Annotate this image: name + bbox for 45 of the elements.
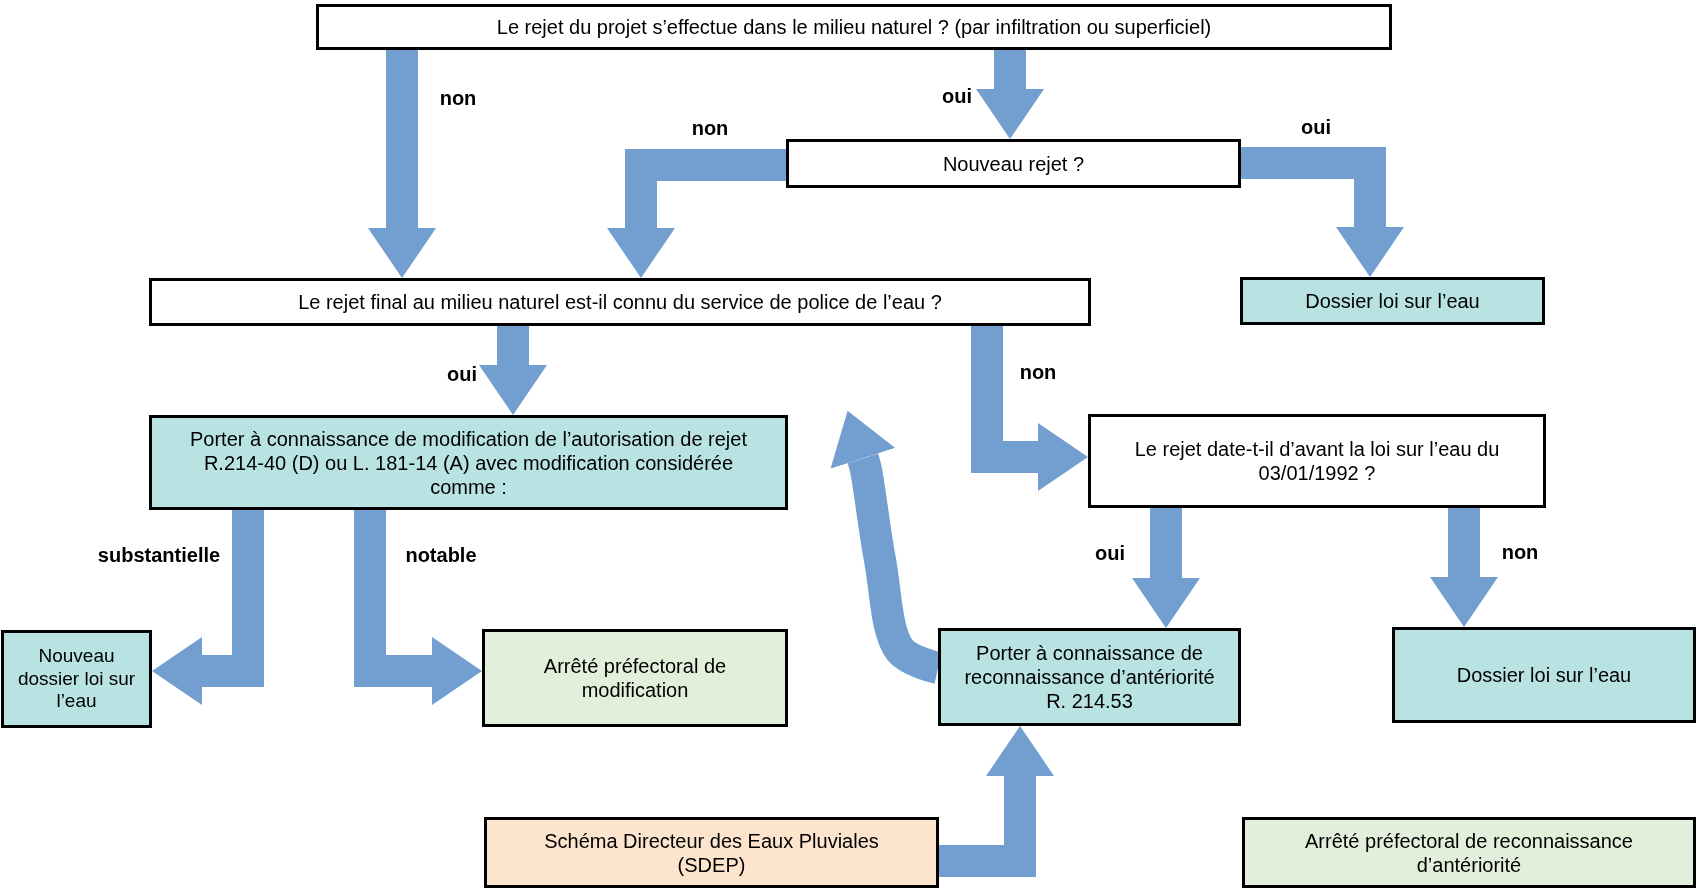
edge-label: non (1501, 540, 1539, 564)
edge-label: oui (1095, 541, 1125, 565)
block-arrow (368, 50, 436, 278)
node-text: Le rejet du projet s’effectue dans le milieu naturel ? (par infiltration ou superficiel) (496, 15, 1212, 39)
block-arrow (976, 50, 1044, 139)
node-text: Le rejet final au milieu naturel est-il connu du service de police de l’eau ? (298, 290, 942, 314)
block-arrow (1132, 508, 1200, 628)
block-arrow (1430, 508, 1498, 627)
edge-label: non (1019, 360, 1057, 384)
block-arrow (939, 726, 1054, 877)
edge-label: oui (1301, 115, 1331, 139)
edge-label: notable (405, 543, 477, 567)
result-box (482, 629, 788, 727)
node-text: Arrêté préfectoral de modification (542, 654, 728, 702)
question-box (786, 139, 1241, 188)
result-box (938, 628, 1241, 726)
block-arrow (971, 326, 1088, 491)
node-text: Nouveau rejet ? (942, 151, 1085, 176)
node-text: Dossier loi sur l’eau (1456, 663, 1632, 687)
edge-label: substantielle (97, 543, 221, 567)
node-text: Porter à connaissance de modification de l’autorisation de rejet R.214-40 (D) ou L. 181-14 (A) avec modification considérée comme : (189, 426, 748, 499)
result-box (1240, 277, 1545, 325)
question-box (149, 278, 1091, 326)
node-text: Porter à connaissance de reconnaissance d’antériorité R. 214.53 (963, 641, 1216, 713)
edge-label: oui (942, 84, 972, 108)
result-box (1392, 627, 1696, 723)
result-box (1, 630, 152, 728)
result-box (149, 415, 788, 510)
result-box (1242, 817, 1696, 888)
block-arrow (152, 510, 264, 705)
edge-label: non (439, 86, 477, 110)
block-arrow (354, 510, 482, 705)
result-box (484, 817, 939, 888)
edge-label: non (691, 116, 729, 140)
block-arrow (1241, 147, 1404, 277)
node-text: Dossier loi sur l’eau (1305, 289, 1480, 313)
block-arrow (607, 149, 786, 278)
question-box (316, 4, 1392, 50)
node-text: Schéma Directeur des Eaux Pluviales (SDEP) (543, 828, 880, 877)
edge-label: oui (447, 362, 477, 386)
question-box (1088, 414, 1546, 508)
node-text: Nouveau dossier loi sur l’eau (16, 644, 137, 714)
node-text: Le rejet date-t-il d’avant la loi sur l’eau du 03/01/1992 ? (1133, 437, 1501, 485)
node-text: Arrêté préfectoral de reconnaissance d’antériorité (1304, 828, 1634, 877)
block-arrow (479, 326, 547, 415)
